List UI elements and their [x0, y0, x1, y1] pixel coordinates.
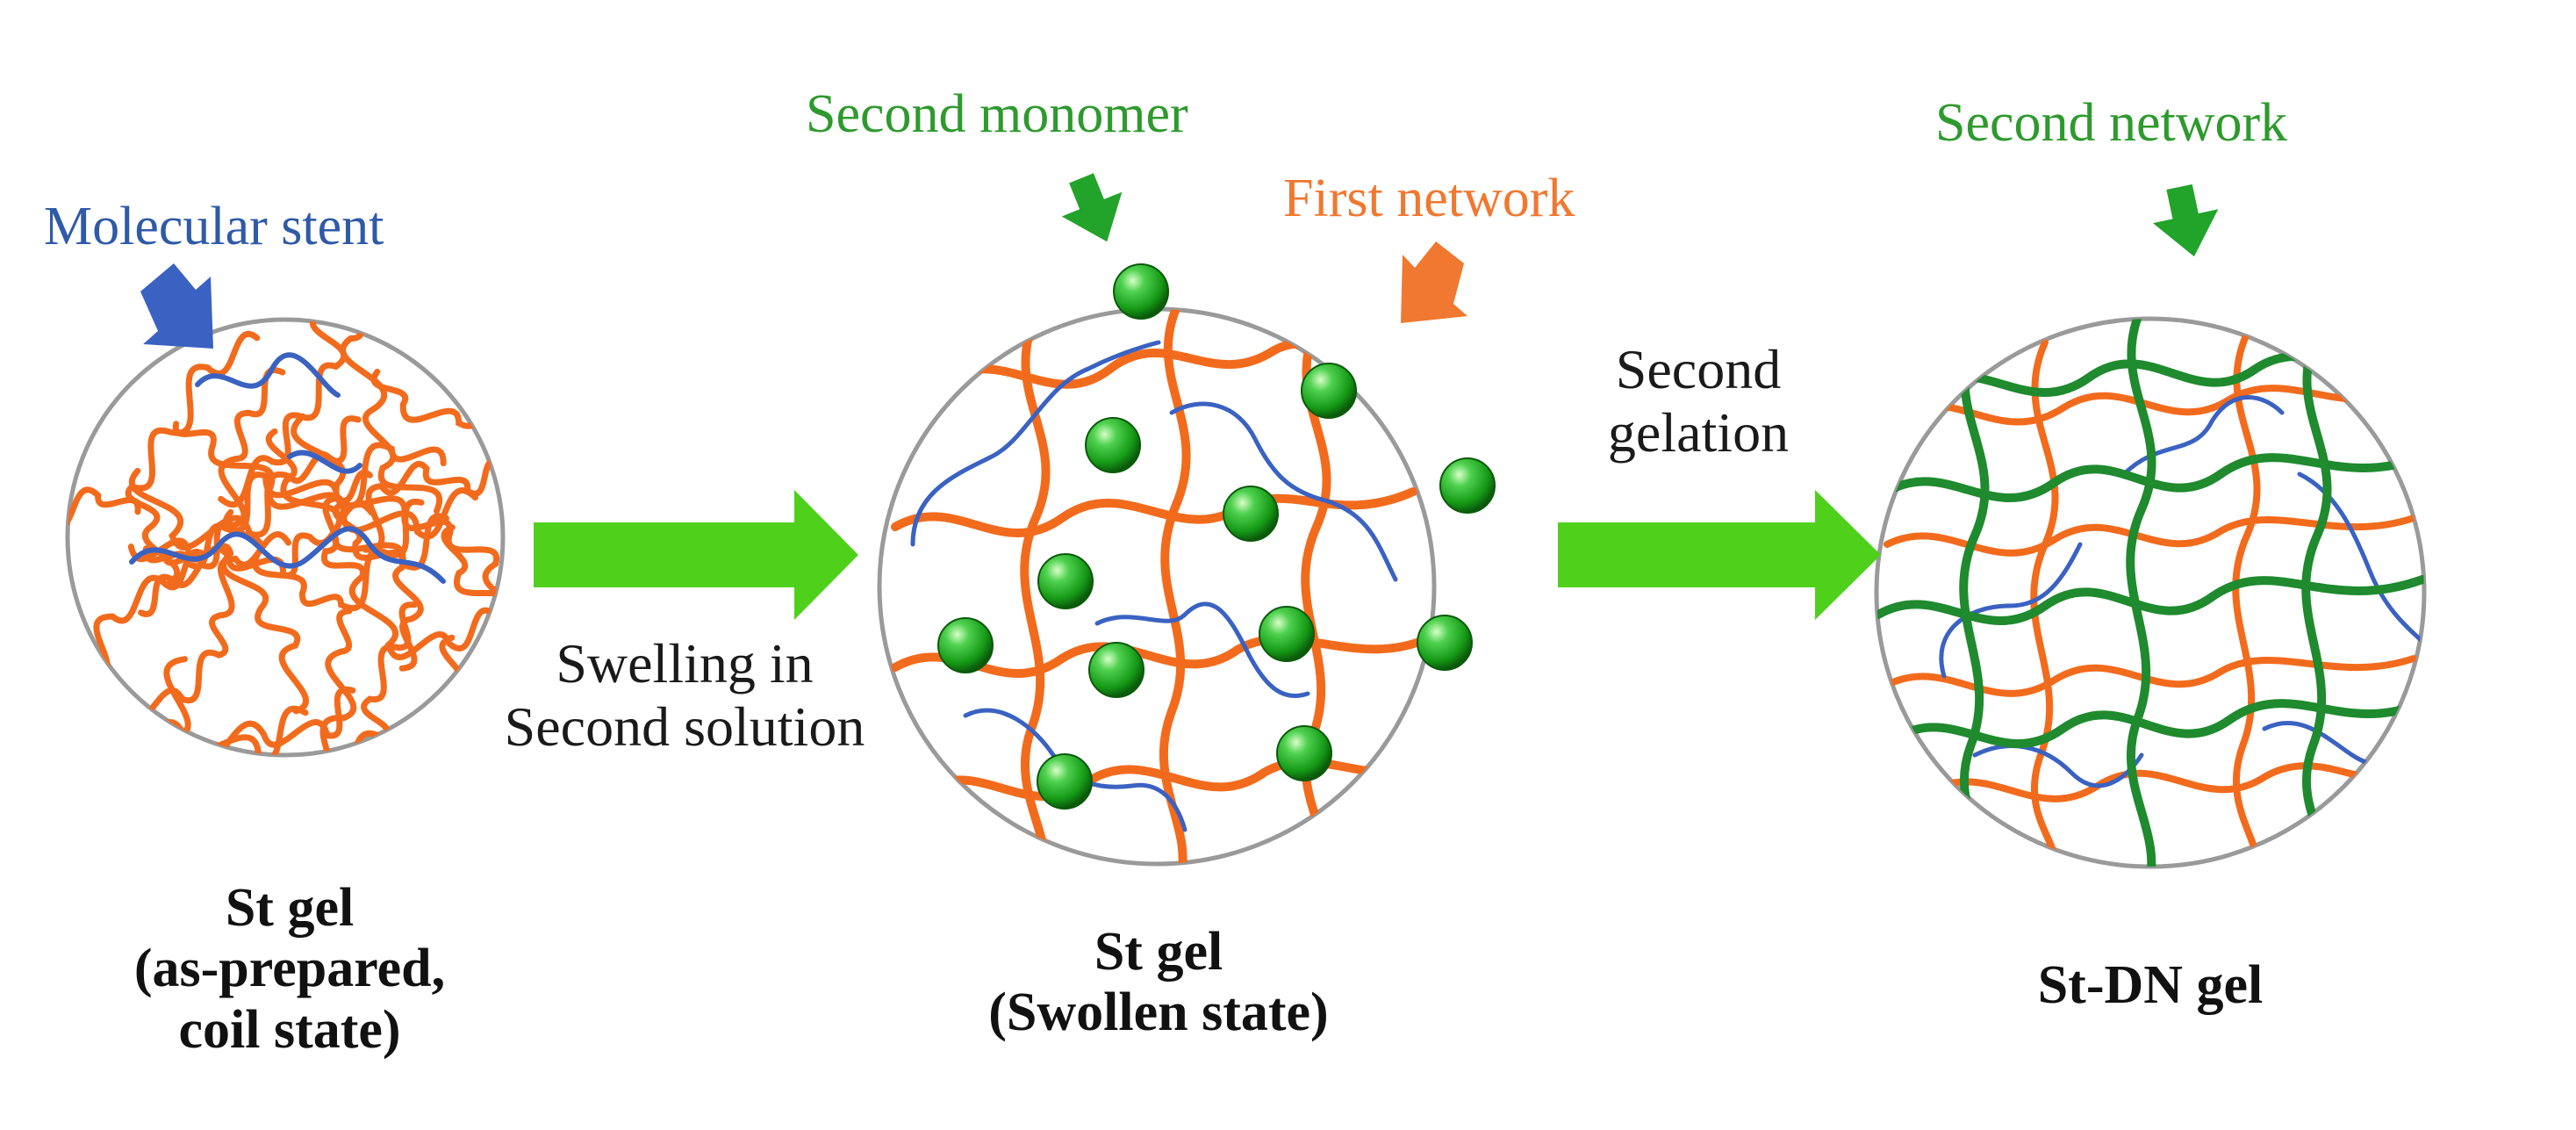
molecular-stent-label: Molecular stent [44, 197, 384, 256]
first-network-coil [127, 531, 292, 722]
caption-as-prepared-line2: (as-prepared, [133, 939, 446, 999]
molecular-stent-chains-1 [129, 352, 446, 584]
double-network-gel [1874, 316, 2427, 869]
first-network-coil [362, 403, 503, 553]
coil-state-gel [65, 317, 506, 758]
monomer-ball [1088, 642, 1144, 698]
first-network-coil [127, 537, 309, 715]
caption-swollen-line2: (Swollen state) [988, 982, 1329, 1043]
monomer-ball [1276, 725, 1332, 781]
gelation-process-label: Second gelation [1562, 338, 1834, 464]
first-network-coil [265, 428, 424, 672]
monomer-ball [1259, 606, 1315, 662]
stent-pointer-arrow [140, 263, 213, 349]
second-network-pointer-arrow [2152, 184, 2219, 257]
gelation-label-line1: Second [1615, 338, 1782, 400]
first-network-coil [218, 320, 356, 508]
monomer-pointer-arrow [1061, 173, 1123, 242]
swelling-label-line2: Second solution [504, 695, 865, 758]
first-network-coil [125, 330, 261, 587]
first-network-coil [313, 601, 418, 755]
swelling-process-label: Swelling in Second solution [465, 632, 904, 758]
monomer-ball [1037, 753, 1093, 810]
second-monomer-label: Second monomer [806, 84, 1188, 144]
first-network-coil [441, 524, 503, 691]
caption-swollen: St gel (Swollen state) [974, 922, 1343, 1044]
first-network-coil [320, 494, 497, 660]
first-network-coil [68, 393, 141, 530]
monomer-ball [1439, 457, 1496, 514]
first-network-coil [150, 656, 212, 755]
monomer-ball [1085, 417, 1141, 473]
first-network-coil [304, 608, 357, 755]
caption-as-prepared-line1: St gel [225, 878, 355, 938]
monomer-ball [1223, 486, 1279, 542]
first-network-coil [340, 320, 442, 515]
gelation-label-line2: gelation [1607, 400, 1790, 464]
first-network-coil [142, 470, 373, 570]
second-monomers [937, 263, 1496, 810]
process-arrow-gelation [1558, 490, 1881, 620]
swelling-label-line1: Swelling in [556, 632, 814, 695]
caption-double-network: St-DN gel [2037, 955, 2264, 1015]
monomer-ball [1301, 363, 1357, 419]
swollen-state-gel [877, 263, 1496, 867]
first-network-pointer-arrow [1401, 241, 1467, 323]
first-network-coil [68, 549, 209, 755]
caption-as-prepared-line3: coil state) [178, 999, 401, 1060]
monomer-ball [1037, 553, 1094, 609]
first-network-coil [128, 415, 362, 551]
monomer-ball [1417, 615, 1473, 671]
caption-swollen-line1: St gel [1094, 922, 1223, 982]
first-network-coil [172, 421, 478, 540]
process-arrow-swelling [534, 490, 858, 620]
second-network-label: Second network [1935, 93, 2288, 153]
first-network-coils [68, 320, 503, 755]
monomer-ball [937, 617, 994, 673]
first-network-label: First network [1283, 169, 1575, 228]
monomer-ball [1113, 263, 1169, 320]
caption-as-prepared: St gel (as-prepared, coil state) [114, 878, 465, 1061]
